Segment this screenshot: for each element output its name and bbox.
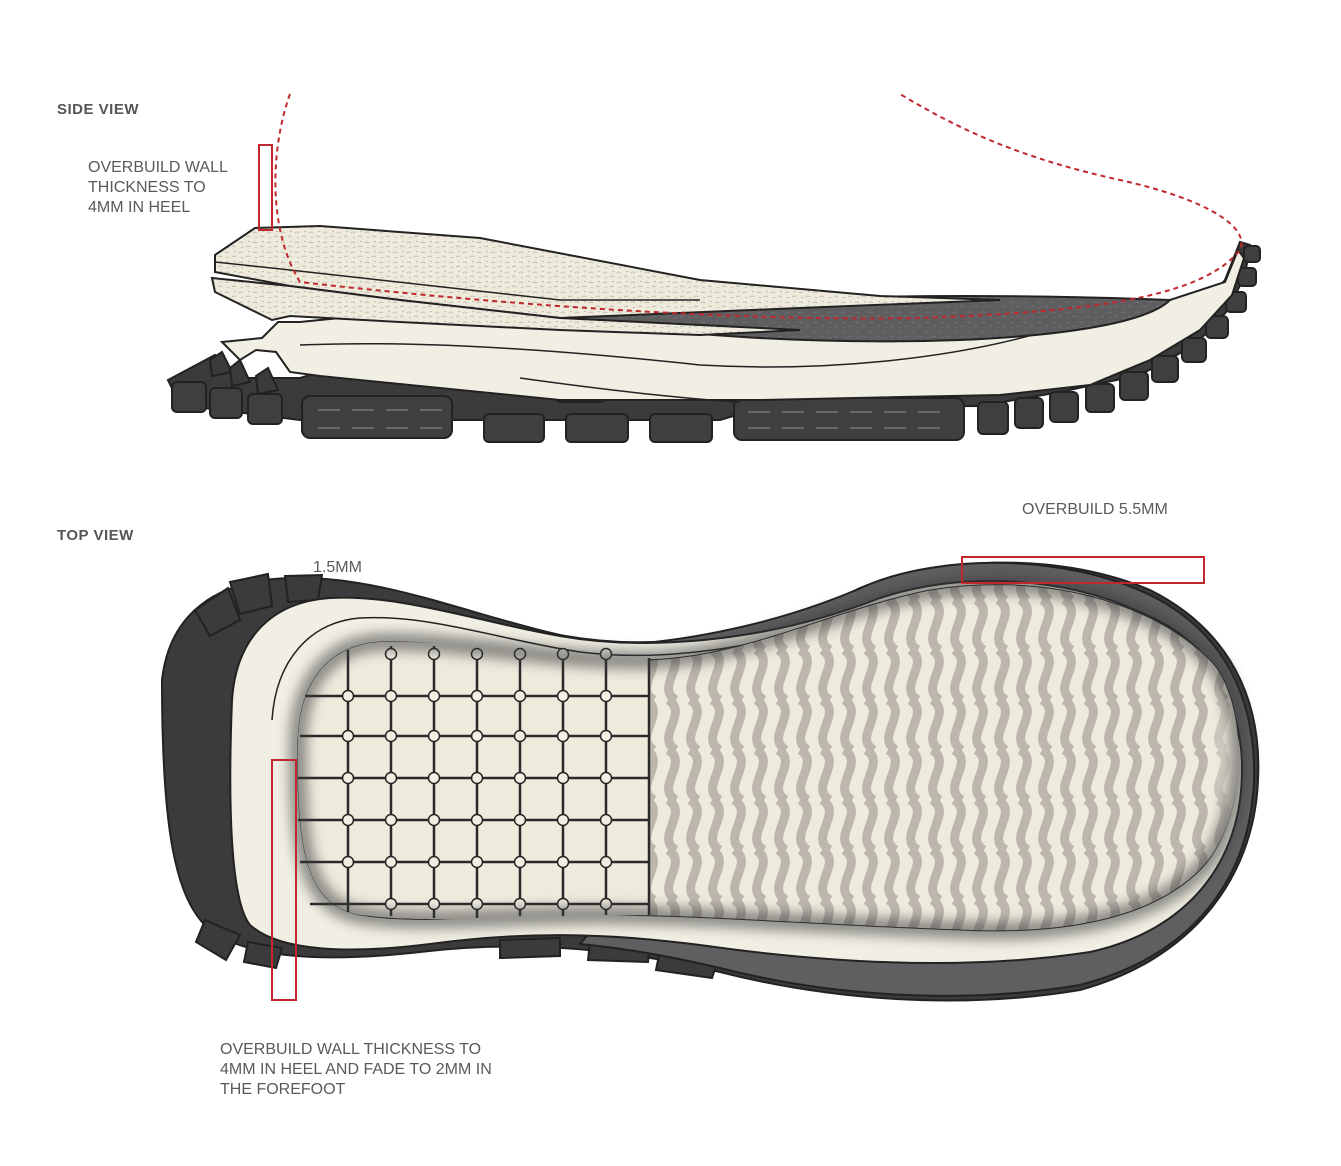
top-view-thin-label: 1.5MM: [313, 559, 362, 576]
side-lug: [247, 393, 283, 425]
grid-node: [556, 771, 570, 785]
grid-node: [513, 689, 527, 703]
top-view-note-line: OVERBUILD WALL THICKNESS TO: [220, 1041, 482, 1058]
side-view-title: SIDE VIEW: [57, 101, 140, 118]
top-heel-callout-box: [271, 759, 297, 1001]
grid-node: [599, 689, 613, 703]
side-view-note-line: OVERBUILD WALL: [88, 159, 228, 176]
side-foam-lower: [210, 276, 801, 337]
top-view-note-line: 4MM IN HEEL AND FADE TO 2MM IN: [220, 1061, 492, 1078]
grid-node: [556, 729, 570, 743]
side-lug: [733, 397, 965, 441]
grid-node: [470, 855, 484, 869]
grid-node: [513, 855, 527, 869]
grid-node: [384, 897, 398, 911]
side-view-note-line: THICKNESS TO: [88, 179, 206, 196]
grid-node: [470, 771, 484, 785]
side-lug: [171, 381, 207, 413]
top-lug: [193, 586, 242, 638]
grid-node: [599, 729, 613, 743]
grid-node: [341, 771, 355, 785]
side-lug: [1014, 397, 1044, 429]
side-view-note: OVERBUILD WALL THICKNESS TO 4MM IN HEEL: [88, 158, 228, 218]
grid-node: [427, 729, 441, 743]
top-view-forefoot-label: OVERBUILD 5.5MM: [1022, 501, 1168, 518]
grid-node: [556, 689, 570, 703]
grid-node: [384, 689, 398, 703]
side-lug: [1181, 337, 1207, 363]
side-lug: [565, 413, 629, 443]
grid-node: [556, 855, 570, 869]
top-view-title: TOP VIEW: [57, 527, 134, 544]
grid-node: [427, 855, 441, 869]
side-lug: [483, 413, 545, 443]
top-lug: [228, 572, 274, 616]
side-view-note-line: 4MM IN HEEL: [88, 199, 191, 216]
side-lug: [1119, 371, 1149, 401]
grid-node: [427, 897, 441, 911]
top-lug: [283, 573, 324, 604]
side-lug: [301, 395, 453, 439]
top-lug: [499, 936, 561, 960]
side-lug: [977, 401, 1009, 435]
grid-node: [427, 771, 441, 785]
grid-node: [384, 855, 398, 869]
grid-node: [427, 689, 441, 703]
side-heel-callout-box: [258, 144, 273, 231]
grid-node: [556, 813, 570, 827]
top-view-note-line: THE FOREFOOT: [220, 1081, 346, 1098]
side-lug: [1205, 315, 1229, 339]
grid-node: [384, 729, 398, 743]
top-view-heel-note: OVERBUILD WALL THICKNESS TO 4MM IN HEEL …: [220, 1040, 492, 1100]
grid-node: [513, 813, 527, 827]
heel-nub: [254, 366, 280, 396]
side-view-drawing: [166, 93, 1261, 443]
grid-node: [470, 897, 484, 911]
grid-node: [341, 689, 355, 703]
grid-node: [599, 813, 613, 827]
grid-node: [384, 771, 398, 785]
grid-node: [341, 813, 355, 827]
side-lug: [1085, 383, 1115, 413]
grid-node: [384, 813, 398, 827]
grid-node: [599, 855, 613, 869]
side-lug: [1049, 391, 1079, 423]
grid-node: [470, 729, 484, 743]
grid-node: [341, 729, 355, 743]
grid-node: [427, 813, 441, 827]
grid-node: [341, 855, 355, 869]
grid-node: [470, 813, 484, 827]
top-lug: [194, 918, 242, 962]
grid-node: [470, 689, 484, 703]
side-lug: [649, 413, 713, 443]
side-last-dashed-line: [274, 93, 1243, 320]
top-view-drawing: [160, 556, 1260, 1002]
grid-node: [599, 771, 613, 785]
heel-nub: [228, 358, 252, 388]
side-lug: [209, 387, 243, 419]
side-lug: [1243, 245, 1261, 263]
grid-node: [513, 729, 527, 743]
grid-node: [513, 771, 527, 785]
side-lug: [1151, 355, 1179, 383]
top-forefoot-callout-box: [961, 556, 1205, 584]
